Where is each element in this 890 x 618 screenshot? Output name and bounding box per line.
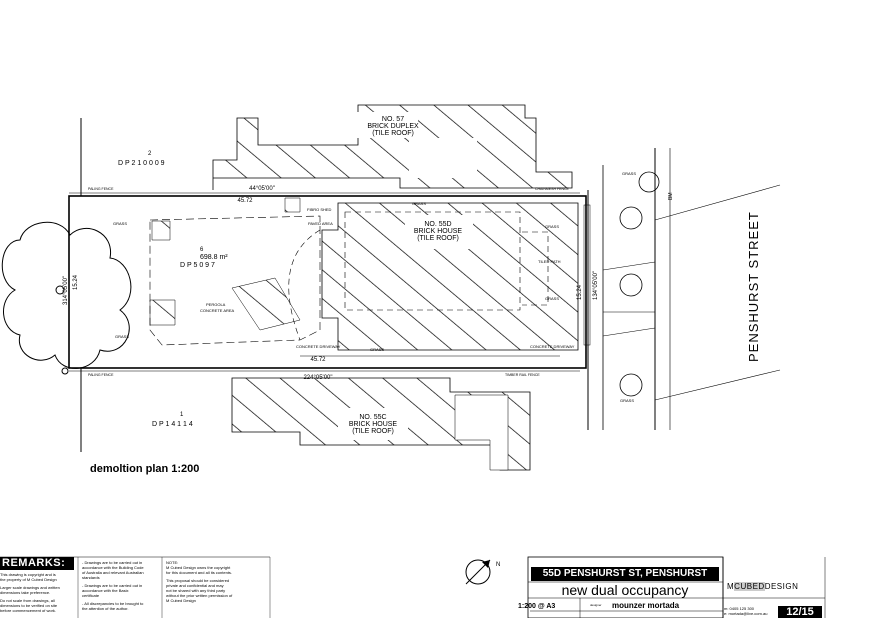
south-lot-dp: D P 1 4 1 1 4 (152, 421, 193, 428)
remarks-line: private and confidential and may (166, 583, 224, 588)
no55d-line1: NO. 55D (424, 221, 451, 228)
remarks-line: without the prior written permission of (166, 593, 233, 598)
remarks-line: - Drawings are to be carried out in (82, 560, 143, 565)
designer-label: designer (590, 603, 602, 607)
logo-text: M (727, 582, 735, 591)
remarks-line: M Cubed Design owns the copyright (166, 565, 231, 570)
remarks-line: Larger scale drawings and written (0, 585, 60, 590)
building-no57 (212, 104, 573, 190)
remarks-line: Do not scale from drawings, all (0, 598, 55, 603)
no57-line3: (TILE ROOF) (372, 130, 414, 137)
remarks-line: accordance with the Basix (82, 588, 129, 593)
grass-label: GRASS (370, 347, 384, 352)
pergola-label: PERGOLA (206, 302, 226, 307)
dim-bottom-len: 45.72 (310, 357, 326, 363)
remarks-header: REMARKS: (0, 557, 74, 570)
fibro-shed-label: FIBRO SHED (307, 207, 332, 212)
dim-right: 134°05'00" (593, 271, 599, 300)
remarks-col2: - Drawings are to be carried out in acco… (82, 560, 160, 611)
north-lot-number: 2 (148, 151, 152, 157)
logo-text-highlight: CUBED (734, 582, 765, 591)
paved-area-label: PAVED AREA (308, 221, 333, 226)
tree-canopy (1, 221, 132, 369)
contact-phone: m: 0405 125 300 (724, 606, 755, 611)
svg-text:N: N (496, 562, 500, 568)
fence-top-right: CHAINMESH FENCE (535, 187, 570, 191)
dim-bottom: 224°05'00" (303, 375, 332, 381)
grass-label: GRASS (113, 221, 127, 226)
fence-bottom: PALING FENCE (88, 373, 114, 377)
north-arrow-icon: N (465, 559, 500, 585)
drawing-scale: 1:200 @ A3 (518, 603, 556, 610)
fence-bottom-right: TIMBER RAIL FENCE (505, 373, 540, 377)
remarks-line: This drawing is copyright and is (0, 572, 56, 577)
grass-label: GRASS (545, 224, 559, 229)
pergola-hatch (231, 277, 301, 331)
remarks-line: certificate (82, 593, 100, 598)
grass-label: GRASS (115, 334, 129, 339)
lot-dp: D P 5 0 9 7 (180, 262, 215, 269)
remarks-line: NOTE: (166, 560, 179, 565)
no55c-line2: BRICK HOUSE (349, 421, 398, 428)
remarks-line: dimensions take preference. (0, 590, 51, 595)
dim-left-len: 15.24 (73, 274, 79, 290)
project-name: new dual occupancy (561, 582, 689, 598)
no55d-line2: BRICK HOUSE (414, 228, 463, 235)
remarks-line: accordance with the Building Code (82, 565, 144, 570)
fence-top: PALING FENCE (88, 187, 114, 191)
remarks-line: the property of M Cubed Design (0, 577, 57, 582)
no55c-line3: (TILE ROOF) (352, 428, 394, 435)
designer-name: mounzer mortada (612, 601, 680, 610)
remarks-line: for this document and all its contents. (166, 570, 233, 575)
grass-label: GRASS (620, 398, 634, 403)
remarks-line: dimensions to be verified on site (0, 603, 58, 608)
remarks-line: standards (82, 575, 100, 580)
south-lot-number: 1 (180, 412, 184, 418)
remarks-line: - All discrepancies to be brought to (82, 601, 144, 606)
no57-line1: NO. 57 (382, 116, 404, 123)
remarks-line: before commencement of work. (0, 608, 57, 613)
dim-left: 314°05'00" (63, 276, 69, 305)
remarks-line: not be shared with any third party (166, 588, 226, 593)
driveway-label: CONCRETE DRIVEWAY (530, 344, 575, 349)
company-logo: MCUBEDDESIGN (727, 582, 799, 592)
remarks-col3: NOTE: M Cubed Design owns the copyright … (166, 560, 268, 603)
dim-top: 44°05'00" (249, 186, 275, 192)
logo-text: DESIGN (764, 582, 799, 591)
lot-number: 6 (200, 247, 204, 253)
tiled-path-label: TILED PATH (538, 259, 561, 264)
dim-top-len: 45.72 (237, 198, 253, 204)
drawing-title: demoltion plan 1:200 (90, 463, 200, 475)
street-name: PENSHURST STREET (746, 211, 761, 362)
remarks-line: of Australia and relevant Australian (82, 570, 144, 575)
no55d-line3: (TILE ROOF) (417, 235, 459, 242)
dim-right-len: 15.24 (577, 284, 583, 300)
remarks-line: the attention of the author. (82, 606, 129, 611)
sheet-number: 12/15 (778, 606, 822, 618)
grass-label: GRASS (545, 296, 559, 301)
project-address: 55D PENSHURST ST, PENSHURST (531, 567, 719, 581)
no57-line2: BRICK DUPLEX (367, 123, 419, 130)
bm-label: BM (668, 193, 674, 201)
remarks-line: - Drawings are to be carried out in (82, 583, 143, 588)
pergola-label: CONCRETE AREA (200, 308, 235, 313)
grass-label: GRASS (412, 201, 426, 206)
remarks-line: M Cubed Design (166, 598, 196, 603)
lot-area: 698.8 m² (200, 254, 228, 261)
driveway-label: CONCRETE DRIVEWAY (296, 344, 341, 349)
grass-label: GRASS (622, 171, 636, 176)
no55c-line1: NO. 55C (359, 414, 386, 421)
contact-details: m: 0405 125 300 e: mortada@live.com.au (724, 606, 767, 616)
north-lot-dp: D P 2 1 0 0 0 9 (118, 160, 165, 167)
remarks-line: This proposal should be considered (166, 578, 230, 583)
remarks-col1: This drawing is copyright and is the pro… (0, 572, 76, 613)
contact-email: e: mortada@live.com.au (724, 611, 768, 616)
building-no55d (321, 202, 579, 351)
